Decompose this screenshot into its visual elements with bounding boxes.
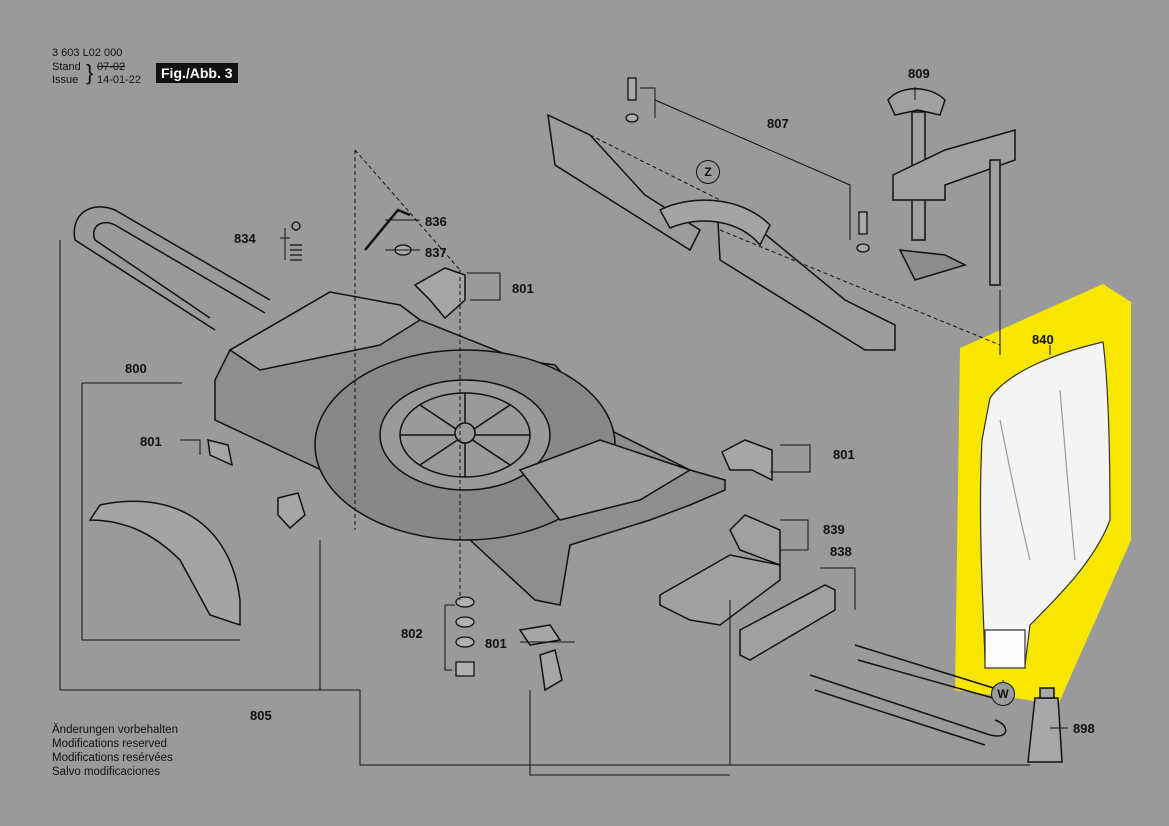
note-de: Änderungen vorbehalten [52,724,178,736]
screws-807 [625,77,870,253]
note-en: Modifications reserved [52,738,168,750]
issue-date: 14-01-22 [97,74,142,86]
fence-807 [547,113,896,351]
note-fr: Modifications resérvées [52,752,173,764]
stand-label: Stand [52,61,81,73]
callout-801-right: 801 [833,447,855,462]
stand-date: 07-02 [97,61,126,73]
note-es: Salvo modificaciones [52,766,161,778]
leader-lines [59,87,1068,776]
depth-stop-839 [659,514,781,626]
callout-801-bottom: 801 [485,636,507,651]
callout-801-left: 801 [140,434,162,449]
spring-834 [290,221,302,261]
hex-key-836 [364,208,411,251]
extension-838 [739,584,836,661]
callout-807: 807 [767,116,789,131]
handle-left [73,206,271,331]
dust-bag-840 [979,341,1111,669]
extension-rods [809,644,1007,746]
callout-838: 838 [830,544,852,559]
callout-837: 837 [425,245,447,260]
figure-tag: Fig./Abb. 3 [156,63,238,83]
cover-plate [88,500,241,627]
callout-809: 809 [908,66,930,81]
bracket-801-right [721,439,773,482]
callout-801-top: 801 [512,281,534,296]
callout-839: 839 [823,522,845,537]
callout-840: 840 [1032,332,1054,347]
doc-number: 3 603 L02 000 [52,47,123,59]
callout-898: 898 [1073,721,1095,736]
clamp-809 [887,88,1016,286]
callout-834: 834 [234,231,256,246]
callout-800: 800 [125,361,147,376]
modification-notes: Änderungen vorbehalten Modifications res… [52,723,178,779]
marker-w: W [991,682,1015,706]
washers-802 [455,596,475,677]
marker-z: Z [696,160,720,184]
base [214,291,726,606]
callout-802: 802 [401,626,423,641]
bracket-801-left [207,439,234,467]
bracket-801-bottom [518,624,563,692]
clip-left [277,492,306,530]
brace-glyph: } [86,60,94,85]
lubricant-tube-898 [1027,687,1063,763]
bracket-801-top [413,267,466,320]
callout-836: 836 [425,214,447,229]
callout-805: 805 [250,708,272,723]
issue-label: Issue [52,74,79,86]
